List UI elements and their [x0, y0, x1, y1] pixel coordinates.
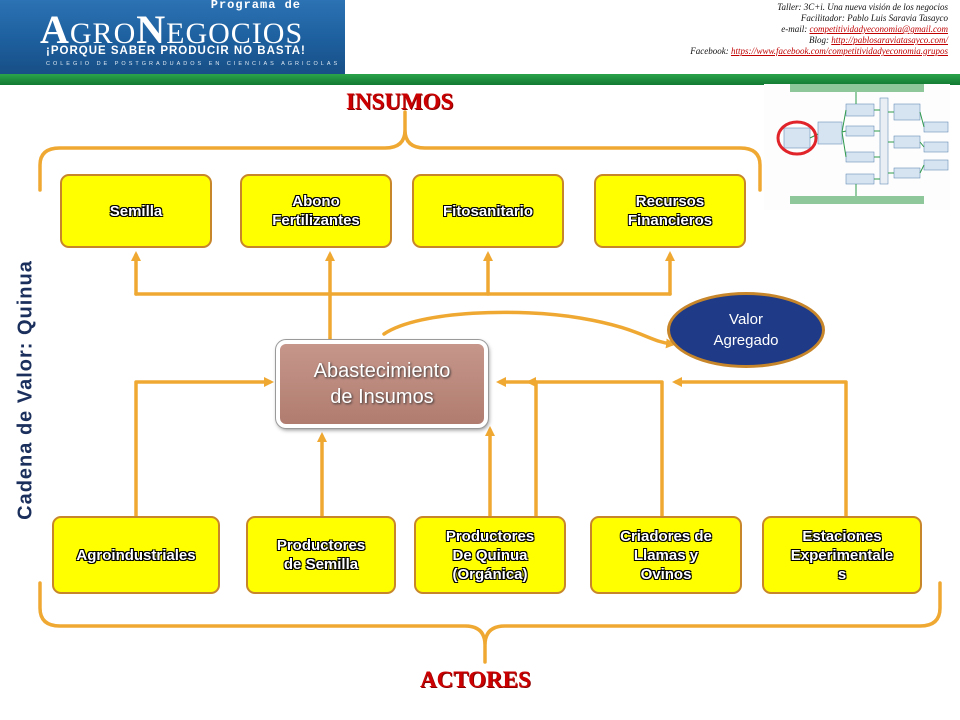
arrow-to-valor-agregado	[382, 310, 676, 349]
logo-slogan: ¡PORQUE SABER PRODUCIR NO BASTA!	[46, 45, 306, 57]
email-link[interactable]: competitividadyeconomia@gmail.com	[809, 24, 949, 34]
center-label-line2: de Insumos	[330, 386, 434, 408]
info-blog-line: Blog: http://pablosaraviatasayco.com/	[809, 35, 948, 45]
insumo-fitosanitario-box: Fitosanitario	[412, 174, 564, 248]
insumos-header: INSUMOS	[346, 89, 454, 114]
organization-thumbnail-diagram	[764, 84, 950, 210]
actor-label-line1: Agroindustriales	[76, 546, 196, 564]
logo-programa-text: Programa de	[210, 0, 301, 12]
actor-label-line2: Experimentale	[790, 546, 894, 564]
logo-title: AGRONEGOCIOS	[40, 7, 304, 52]
thumb-connectors	[809, 92, 925, 196]
logo-colegio: COLEGIO DE POSTGRADUADOS EN CIENCIAS AGR…	[46, 61, 341, 67]
value-chain-vertical-title: Cadena de Valor: Quinua	[14, 260, 37, 520]
actor-productores-semilla-box: Productores de Semilla	[246, 516, 396, 594]
center-label-line1: Abastecimiento	[313, 360, 451, 382]
actor-label-line2: Llamas y	[633, 546, 699, 564]
actor-label-line2: De Quinua	[452, 546, 528, 564]
arrow-from-agroindustriales	[134, 377, 274, 518]
info-workshop-line: Taller: 3C+i. Una nueva visión de los ne…	[777, 2, 948, 12]
info-email-line: e-mail: competitividadyeconomia@gmail.co…	[781, 24, 949, 34]
insumo-label-line1: Fitosanitario	[442, 202, 533, 220]
actor-label-line1: Productores	[445, 527, 535, 545]
arrow-from-criadores	[496, 377, 538, 518]
actor-label-line1: Productores	[276, 537, 366, 554]
actor-label-line3: (Orgánica)	[452, 565, 528, 583]
thumb-node	[879, 97, 889, 185]
highlight-red-circle	[776, 120, 818, 156]
insumo-label-line1: Abono	[292, 193, 340, 210]
info-facebook-line: Facebook: https://www.facebook.com/compe…	[690, 46, 948, 56]
green-divider-bar	[0, 74, 960, 85]
valor-label-line1: Valor	[729, 311, 763, 328]
actor-label-line1: Estaciones	[802, 527, 882, 545]
actor-agroindustriales-box: Agroindustriales	[52, 516, 220, 594]
header-banner: Programa de AGRONEGOCIOS ¡PORQUE SABER P…	[0, 0, 960, 74]
arrow-from-criadores-branch	[526, 377, 664, 518]
actores-brace	[38, 581, 942, 664]
valor-label-line2: Agregado	[713, 332, 779, 349]
workshop-info: Taller: 3C+i. Una nueva visión de los ne…	[690, 2, 948, 57]
actor-label-line3: Ovinos	[640, 565, 692, 583]
actor-label-line3: s	[837, 565, 847, 583]
insumos-brace	[38, 110, 762, 192]
arrow-from-estaciones	[672, 377, 848, 518]
thumb-top-band	[790, 84, 924, 92]
info-facilitator-line: Facilitador: Pablo Luis Saravia Tasayco	[800, 13, 948, 23]
abastecimiento-insumos-node: Abastecimiento de Insumos	[275, 339, 489, 429]
actor-label-line2: de Semilla	[283, 556, 359, 573]
insumo-label-line2: Fertilizantes	[272, 212, 360, 229]
insumo-semilla-box: Semilla	[60, 174, 212, 248]
thumb-bottom-band	[790, 196, 924, 204]
actor-label-line1: Criadores de	[620, 527, 712, 545]
insumo-label-line1: Semilla	[109, 202, 163, 220]
facebook-link[interactable]: https://www.facebook.com/competitividady…	[730, 46, 948, 56]
insumo-label-line2: Financieros	[627, 212, 713, 229]
actores-header: ACTORES	[420, 667, 531, 692]
blog-link[interactable]: http://pablosaraviatasayco.com/	[831, 35, 948, 45]
agronegocios-logo: Programa de AGRONEGOCIOS ¡PORQUE SABER P…	[0, 0, 345, 74]
insumo-label-line1: Recursos	[635, 193, 705, 210]
